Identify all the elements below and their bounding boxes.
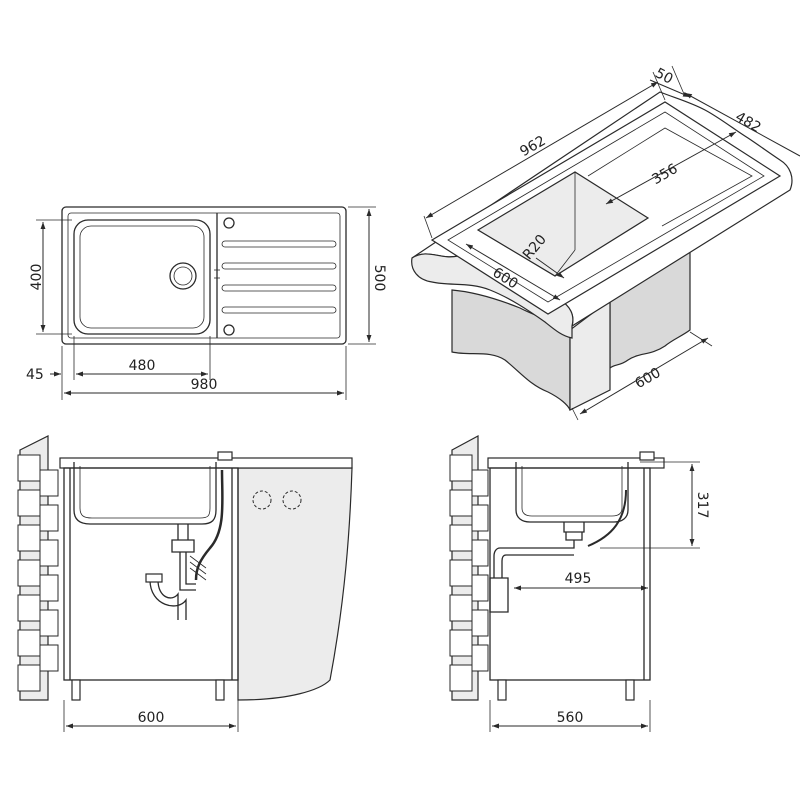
- dim-600-side: 600: [632, 365, 663, 392]
- waste-pipe: [171, 524, 196, 591]
- dim-980: 980: [191, 377, 218, 393]
- leg-side-right: [625, 679, 635, 701]
- tap-base-side: [639, 451, 655, 461]
- isometric-view: 50 482 962 356 R20 600 600: [411, 65, 800, 421]
- sink-inner-rim: [67, 212, 341, 339]
- top-view: 400 500 45 480 980: [26, 206, 387, 400]
- cabinet-side: [489, 467, 651, 681]
- leg-side-left: [497, 679, 507, 701]
- wall-side-bricks: [449, 454, 489, 692]
- waste-pipe-side: [563, 522, 585, 541]
- side-panel: [237, 467, 353, 701]
- cabinet-front: [63, 467, 239, 681]
- connection-hole-2: [282, 490, 302, 510]
- trap-bend: [149, 579, 187, 620]
- bowl: [73, 219, 211, 335]
- leg-left: [71, 679, 81, 701]
- bowl-section: [73, 462, 217, 525]
- worktop-front: [59, 457, 353, 469]
- dim-317: 317: [694, 492, 710, 519]
- worktop-side: [487, 457, 665, 469]
- drain-outlet: [169, 262, 197, 290]
- trap-side: [493, 540, 575, 578]
- tap-hole: [223, 217, 235, 229]
- overflow-hole: [223, 324, 235, 336]
- wall-bricks: [17, 454, 59, 692]
- dim-495: 495: [565, 571, 592, 587]
- dim-400: 400: [29, 264, 45, 291]
- front-section-view: 600: [17, 435, 353, 732]
- drainer-grooves: [221, 240, 337, 314]
- leg-right: [215, 679, 225, 701]
- trap-side-lower: [489, 577, 509, 613]
- dim-500: 500: [371, 265, 387, 292]
- dim-45: 45: [26, 367, 44, 383]
- connection-hole-1: [252, 490, 272, 510]
- tap-base: [217, 451, 233, 461]
- sink-outline: [61, 206, 347, 345]
- cabinet-left-panel: [451, 289, 571, 411]
- overflow-hose: [194, 469, 224, 581]
- drain-outlet-inner: [173, 266, 193, 286]
- overflow-hose-side: [587, 489, 627, 547]
- dim-480: 480: [129, 358, 156, 374]
- side-section-view: 317 495 560: [449, 434, 710, 732]
- dim-50: 50: [652, 65, 675, 87]
- dim-560: 560: [557, 710, 584, 726]
- dim-600-front-section: 600: [138, 710, 165, 726]
- bowl-inner: [79, 225, 205, 329]
- bowl-side-section: [515, 462, 629, 523]
- dim-962: 962: [517, 133, 548, 160]
